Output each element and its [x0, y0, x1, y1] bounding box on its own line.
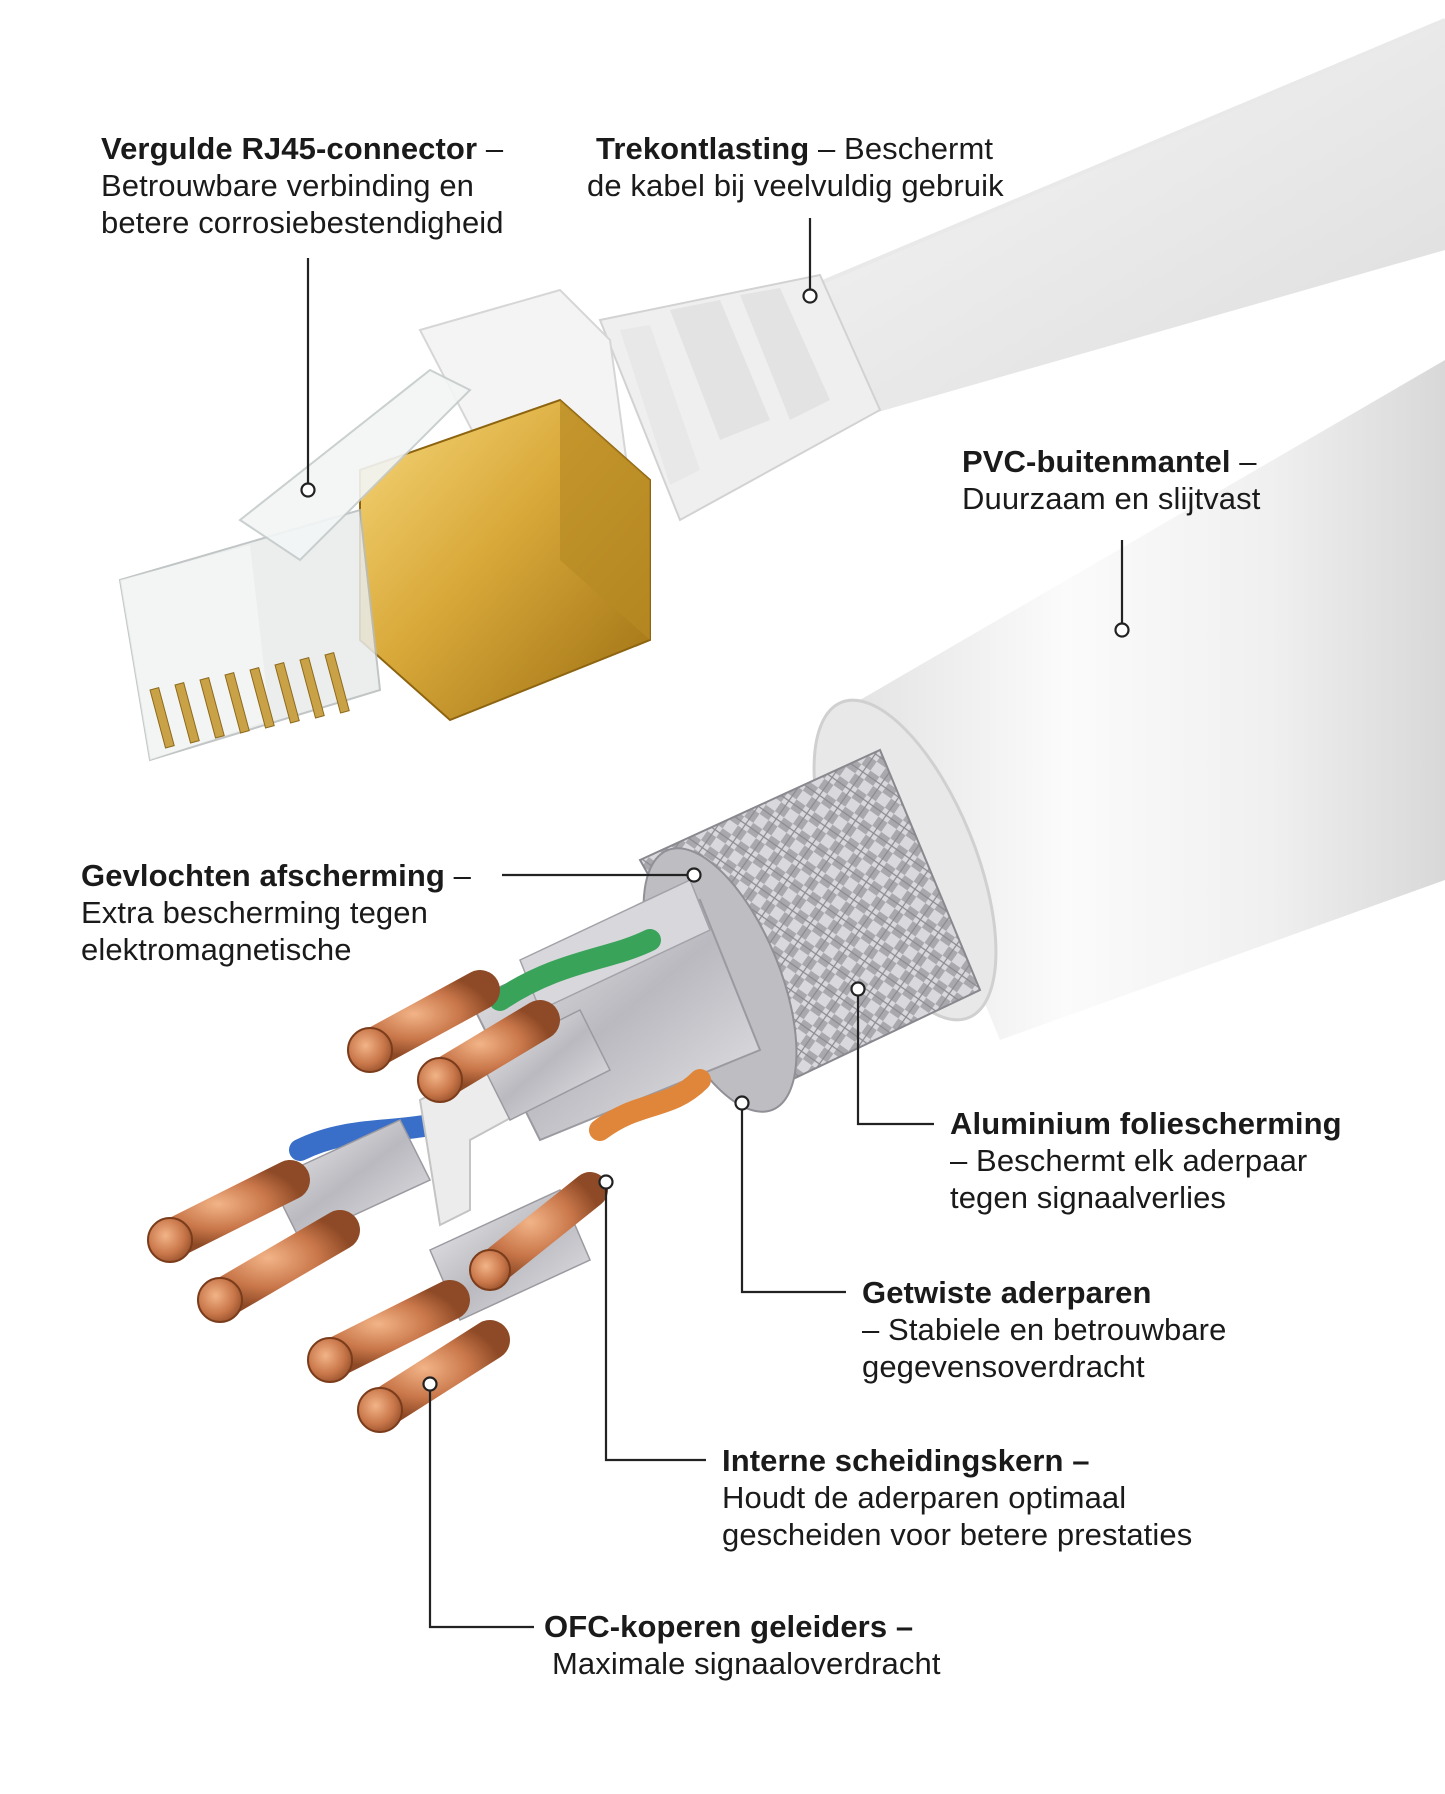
- leader-foil-shield: [856, 993, 934, 1126]
- callout-separator: Interne scheidingskern – Houdt de aderpa…: [722, 1442, 1192, 1553]
- callout-conductors-suffix: –: [887, 1609, 914, 1644]
- callout-braided-shield-desc-1: Extra bescherming tegen: [81, 895, 428, 930]
- callout-twisted-pairs-title: Getwiste aderparen: [862, 1275, 1152, 1310]
- upper-cable: [779, 18, 1445, 420]
- leader-conductors: [428, 1388, 534, 1629]
- callout-pvc-jacket: PVC-buitenmantel – Duurzaam en slijtvast: [962, 443, 1260, 517]
- callout-rj45-desc-1: Betrouwbare verbinding en: [101, 168, 475, 203]
- callout-twisted-pairs: Getwiste aderparen – Stabiele en betrouw…: [862, 1274, 1226, 1385]
- callout-separator-desc-2: gescheiden voor betere prestaties: [722, 1517, 1193, 1552]
- dot-braided-shield: [686, 867, 702, 883]
- leader-dots: [300, 288, 1130, 1392]
- callout-braided-shield: Gevlochten afscherming – Extra beschermi…: [81, 857, 471, 968]
- callout-foil-shield-title: Aluminium foliescherming: [950, 1106, 1342, 1141]
- callout-separator-suffix: –: [1063, 1443, 1090, 1478]
- callout-braided-shield-desc-2: elektromagnetische: [81, 932, 352, 967]
- callout-strain-relief: Trekontlasting – Beschermt de kabel bij …: [587, 130, 1004, 204]
- callout-pvc-jacket-suffix: –: [1230, 444, 1257, 479]
- callout-pvc-jacket-desc-1: Duurzaam en slijtvast: [962, 481, 1261, 516]
- dot-separator: [598, 1174, 614, 1190]
- leader-separator: [604, 1186, 706, 1462]
- dot-twisted-pairs: [734, 1095, 750, 1111]
- callout-twisted-pairs-desc-1: – Stabiele en betrouwbare: [862, 1312, 1227, 1347]
- callout-twisted-pairs-desc-2: gegevensoverdracht: [862, 1349, 1145, 1384]
- dot-pvc-jacket: [1114, 622, 1130, 638]
- dot-strain-relief: [802, 288, 818, 304]
- ofc-copper-conductors: [147, 970, 608, 1433]
- callout-foil-shield-desc-2: tegen signaalverlies: [950, 1180, 1227, 1215]
- callout-strain-relief-title: Trekontlasting: [596, 131, 810, 166]
- callout-pvc-jacket-title: PVC-buitenmantel: [962, 444, 1231, 479]
- callout-foil-shield: Aluminium foliescherming – Beschermt elk…: [950, 1105, 1342, 1216]
- callout-rj45: Vergulde RJ45-connector – Betrouwbare ve…: [101, 130, 504, 241]
- callout-conductors: OFC-koperen geleiders – Maximale signaal…: [544, 1608, 941, 1682]
- callout-braided-shield-suffix: –: [444, 858, 472, 893]
- callout-rj45-suffix: –: [477, 131, 504, 166]
- callout-braided-shield-title: Gevlochten afscherming: [81, 858, 445, 893]
- dot-foil-shield: [850, 981, 866, 997]
- leader-lines: [306, 218, 1124, 1629]
- callout-separator-title: Interne scheidingskern: [722, 1443, 1064, 1478]
- dot-rj45: [300, 482, 316, 498]
- callout-rj45-desc-2: betere corrosiebestendigheid: [101, 205, 504, 240]
- dot-conductors: [422, 1376, 438, 1392]
- callout-separator-desc-1: Houdt de aderparen optimaal: [722, 1480, 1127, 1515]
- callout-foil-shield-desc-1: – Beschermt elk aderpaar: [950, 1143, 1308, 1178]
- leader-twisted-pairs: [740, 1107, 846, 1294]
- callout-strain-relief-desc-1: de kabel bij veelvuldig gebruik: [587, 168, 1004, 203]
- callout-conductors-title: OFC-koperen geleiders: [544, 1609, 888, 1644]
- callout-rj45-title: Vergulde RJ45-connector: [101, 131, 478, 166]
- callout-conductors-desc-1: Maximale signaaloverdracht: [552, 1646, 941, 1681]
- callout-strain-relief-suffix: – Beschermt: [809, 131, 994, 166]
- rj45-connector: [118, 368, 651, 762]
